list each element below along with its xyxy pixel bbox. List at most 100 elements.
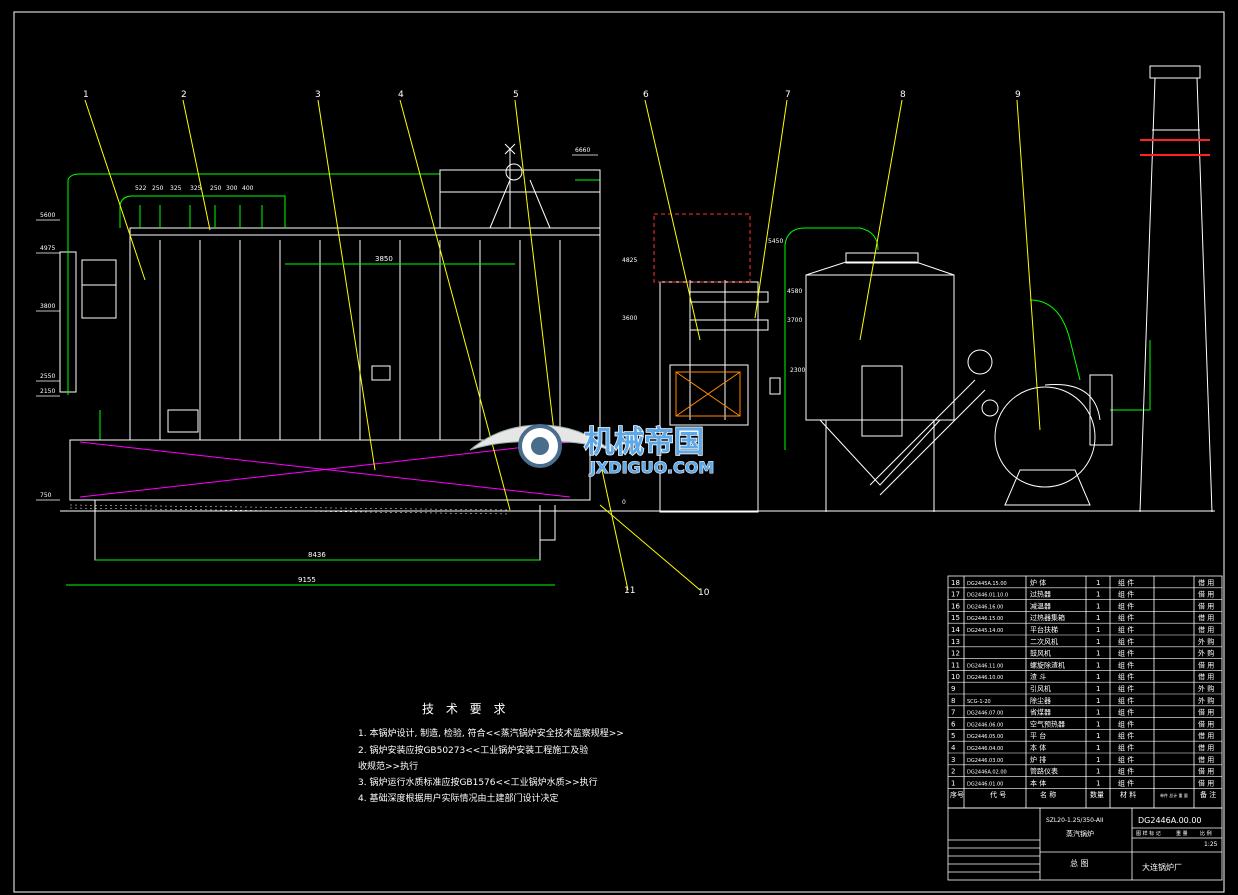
bom-cell-note: 外 购 (1198, 637, 1214, 646)
piping (67, 173, 1151, 450)
callout-5: 5 (513, 90, 519, 100)
requirement-1: 1. 本锅炉设计, 制造, 检验, 符合<<蒸汽锅炉安全技术监察规程>> (358, 729, 624, 739)
bom-cell-name: 减温器 (1030, 601, 1051, 610)
bom-cell-mat: 组 件 (1118, 601, 1134, 610)
bom-cell-note: 借 用 (1198, 578, 1214, 587)
bom-cell-mat: 组 件 (1118, 731, 1134, 740)
bom-cell-name: 炉 体 (1030, 578, 1046, 587)
svg-text:3800: 3800 (40, 303, 55, 310)
bom-cell-mat: 组 件 (1118, 613, 1134, 622)
bom-cell-mat: 组 件 (1118, 719, 1134, 728)
requirement-2: 2. 锅炉安装应按GB50273<<工业锅炉安装工程施工及验 (358, 746, 589, 756)
economizer (659, 280, 781, 513)
bom-cell-mat: 组 件 (1118, 696, 1134, 705)
elevation-ticks (36, 154, 598, 501)
dim-9155: 9155 (298, 576, 316, 584)
foundation-hatch (69, 504, 511, 515)
bom-cell-no: 6 (951, 720, 956, 728)
bom-cell-no: 2 (951, 768, 955, 776)
svg-text:4975: 4975 (40, 245, 55, 252)
bom-cell-code: SCG-1-20 (967, 699, 991, 705)
bom-cell-name: 平台扶梯 (1030, 625, 1058, 634)
requirement-2b: 收规范>>执行 (358, 762, 419, 772)
svg-text:300: 300 (226, 185, 238, 192)
bom-cell-code: DG2446.10.00 (967, 675, 1003, 681)
bom-cell-code: DG2446.06.00 (967, 722, 1003, 728)
bom-cell-mat: 组 件 (1118, 649, 1134, 658)
view-name: 总 图 (1070, 858, 1089, 868)
grate-cross (79, 441, 571, 498)
bom-cell-note: 借 用 (1198, 719, 1214, 728)
bom-cell-mat: 组 件 (1118, 660, 1134, 669)
bom-cell-qty: 1 (1096, 768, 1100, 776)
bom-cell-no: 7 (951, 709, 955, 717)
bom-cell-code: DG2445A.15.00 (967, 581, 1007, 587)
bom-cell-mat: 组 件 (1118, 755, 1134, 764)
bom-cell-no: 13 (951, 638, 960, 646)
svg-text:0: 0 (622, 499, 626, 506)
callout-9: 9 (1015, 90, 1021, 100)
bom-header-cell: 数量 (1090, 790, 1104, 799)
bom-cell-no: 11 (951, 661, 960, 669)
bom-cell-note: 借 用 (1198, 625, 1214, 634)
bom-cell-name: 过热器集箱 (1030, 613, 1065, 622)
callout-8: 8 (900, 90, 906, 100)
bom-cell-no: 10 (951, 673, 960, 681)
svg-text:3600: 3600 (622, 315, 637, 322)
bom-cell-note: 借 用 (1198, 731, 1214, 740)
watermark-en: JXDIGUO.COM (589, 458, 714, 477)
economizer-dashed-box (653, 213, 751, 283)
bom-cell-qty: 1 (1096, 709, 1100, 717)
bom-cell-no: 14 (951, 626, 960, 634)
callout-1: 1 (83, 90, 89, 100)
bom-cell-name: 空气预热器 (1030, 719, 1065, 728)
bom-cell-name: 省煤器 (1030, 708, 1051, 717)
bom-cell-qty: 1 (1096, 602, 1100, 610)
bom-cell-name: 引风机 (1030, 684, 1051, 693)
bom-cell-no: 1 (951, 779, 955, 787)
bom-cell-mat: 组 件 (1118, 672, 1134, 681)
bom-cell-qty: 1 (1096, 638, 1100, 646)
bom-cell-note: 外 购 (1198, 649, 1214, 658)
bom-cell-code: DG2446.01.00 (967, 781, 1003, 787)
svg-text:4580: 4580 (787, 288, 802, 295)
bom-cell-qty: 1 (1096, 779, 1100, 787)
bom-cell-no: 16 (951, 602, 960, 610)
callout-3: 3 (315, 90, 321, 100)
svg-text:2550: 2550 (40, 373, 55, 380)
bom-cell-qty: 1 (1096, 614, 1100, 622)
product-name: 蒸汽锅炉 (1066, 829, 1094, 838)
bom-cell-code: DG2446A.02.00 (967, 770, 1007, 776)
bom-cell-name: 螺旋除渣机 (1030, 660, 1065, 669)
bom-header-cell: 备 注 (1200, 790, 1216, 799)
bom-cell-code: DG2446.03.00 (967, 758, 1003, 764)
bom-cell-mat: 组 件 (1118, 708, 1134, 717)
induced-draft-fan (967, 349, 1113, 506)
bom-cell-code: DG2446.04.00 (967, 746, 1003, 752)
bom-cell-code: DG2446.05.00 (967, 734, 1003, 740)
bom-cell-code: DG2446.15.00 (967, 616, 1003, 622)
bom-cell-name: 除尘器 (1030, 696, 1051, 705)
bom-cell-no: 12 (951, 650, 960, 658)
bom-cell-qty: 1 (1096, 673, 1100, 681)
bom-cell-name: 本 体 (1030, 778, 1046, 787)
foundation (69, 439, 591, 561)
bom-cell-note: 借 用 (1198, 660, 1214, 669)
economizer-orange (675, 371, 741, 417)
bom-cell-no: 18 (951, 579, 960, 587)
bom-cell-name: 本 体 (1030, 743, 1046, 752)
chimney-bands (1140, 139, 1210, 156)
svg-text:750: 750 (40, 492, 52, 499)
bom-cell-note: 借 用 (1198, 778, 1214, 787)
bom-cell-qty: 1 (1096, 697, 1100, 705)
bom-cell-code: DG2446.11.00 (967, 663, 1003, 669)
bom-cell-note: 借 用 (1198, 601, 1214, 610)
bom-cell-no: 4 (951, 744, 956, 752)
svg-text:6660: 6660 (575, 147, 590, 154)
bom-cell-note: 借 用 (1198, 613, 1214, 622)
svg-text:2300: 2300 (790, 367, 805, 374)
bom-header-cell: 单件 总计 重 量 (1160, 792, 1188, 798)
bom-cell-note: 外 购 (1198, 696, 1214, 705)
